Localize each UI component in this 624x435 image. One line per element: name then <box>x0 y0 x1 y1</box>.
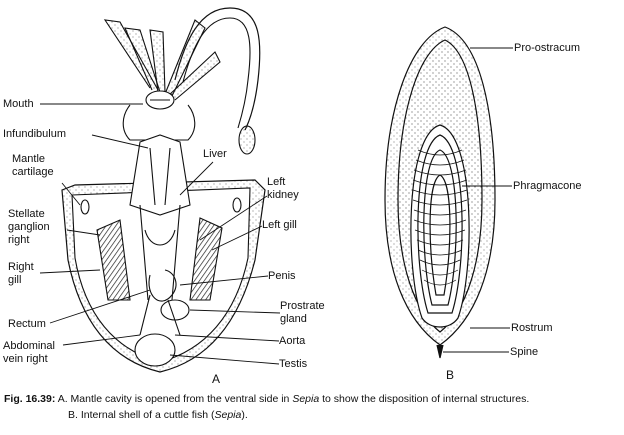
label-abdominal-1: Abdominal <box>3 340 55 352</box>
caption-line-2: B. Internal shell of a cuttle fish (Sepi… <box>4 407 620 423</box>
label-right-gill-2: gill <box>8 274 22 286</box>
label-left-gill: Left gill <box>262 219 297 231</box>
caption-line1-b: to show the disposition of internal stru… <box>319 393 530 405</box>
caption-line1-a: A. Mantle cavity is opened from the vent… <box>55 393 293 405</box>
label-prostrate-2: gland <box>280 313 307 325</box>
figure-caption: Fig. 16.39: A. Mantle cavity is opened f… <box>4 391 620 423</box>
caption-line1-italic: Sepia <box>292 393 320 405</box>
label-stellate-1: Stellate <box>8 208 45 220</box>
caption-fig-number: Fig. 16.39: <box>4 393 56 405</box>
label-mantle-cartilage-1: Mantle <box>12 153 46 165</box>
caption-line2-italic: Sepia <box>214 409 242 421</box>
label-infundibulum: Infundibulum <box>3 128 66 140</box>
label-rostrum: Rostrum <box>511 322 553 334</box>
label-penis: Penis <box>268 270 296 282</box>
panel-label-a: A <box>212 372 221 386</box>
label-prostrate-1: Prostrate <box>280 300 325 312</box>
caption-line-1: Fig. 16.39: A. Mantle cavity is opened f… <box>4 391 620 407</box>
cuttlebone-drawing <box>384 26 496 359</box>
caption-line2-b: ). <box>241 409 248 421</box>
label-testis: Testis <box>279 358 308 370</box>
label-rectum: Rectum <box>8 318 46 330</box>
label-mouth: Mouth <box>3 98 34 110</box>
label-abdominal-2: vein right <box>3 353 48 365</box>
caption-line2-a: B. Internal shell of a cuttle fish ( <box>68 409 215 421</box>
label-spine: Spine <box>510 346 539 358</box>
label-aorta: Aorta <box>279 335 306 347</box>
label-left-kidney-2: kidney <box>267 189 299 201</box>
label-mantle-cartilage-2: cartilage <box>12 166 54 178</box>
label-left-kidney-1: Left <box>267 176 286 188</box>
label-stellate-2: ganglion <box>8 221 50 233</box>
label-liver: Liver <box>203 148 227 160</box>
panel-label-b: B <box>446 368 455 382</box>
sepia-figure <box>39 7 513 373</box>
leader-lines-b <box>443 47 513 353</box>
sepia-drawing <box>61 7 266 373</box>
label-phragmacone: Phragmacone <box>513 180 582 192</box>
label-pro-ostracum: Pro-ostracum <box>514 42 581 54</box>
label-stellate-3: right <box>8 234 30 246</box>
label-right-gill-1: Right <box>8 261 34 273</box>
leader-lines-a <box>39 103 281 365</box>
